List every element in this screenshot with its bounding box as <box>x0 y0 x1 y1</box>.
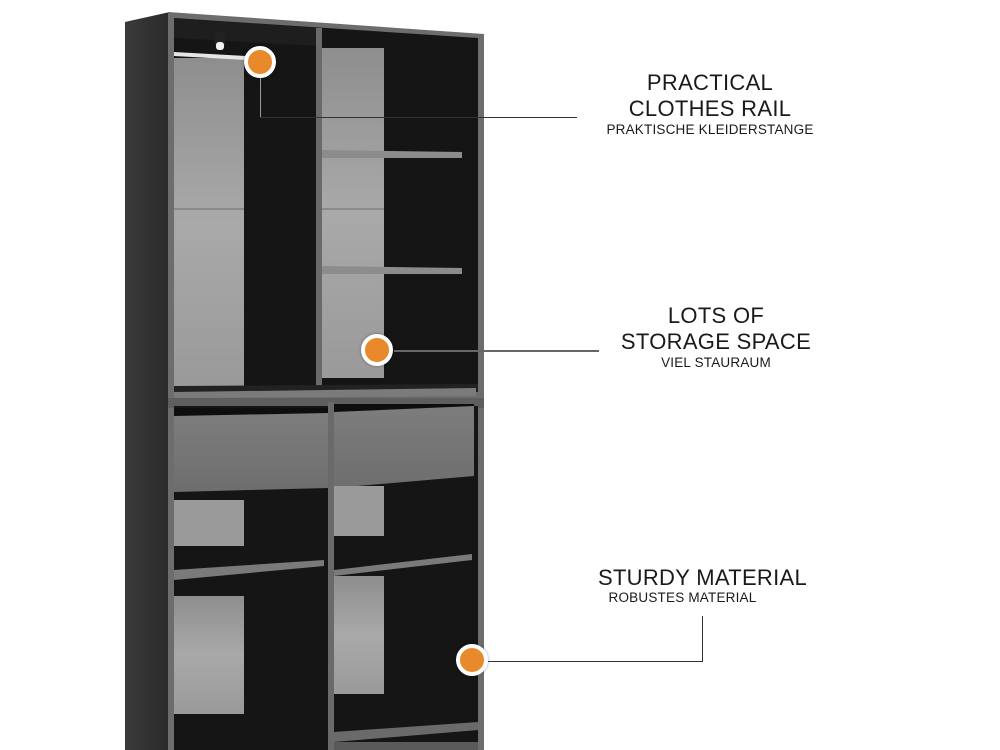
callout-title-line: STURDY MATERIAL <box>597 565 808 590</box>
shelf <box>334 554 472 576</box>
callout-line-sturdy-material-vertical <box>702 616 703 662</box>
callout-marker-sturdy-material[interactable] <box>456 644 488 676</box>
callout-title-sturdy-material: STURDY MATERIAL <box>580 565 825 591</box>
callout-title-clothes-rail: PRACTICAL CLOTHES RAIL <box>590 70 830 122</box>
shelf <box>322 266 462 274</box>
callout-line-clothes-rail-vertical <box>260 78 261 118</box>
shelf <box>174 560 324 580</box>
callout-subtitle-sturdy-material: ROBUSTES MATERIAL <box>608 590 757 605</box>
callout-subtitle-clothes-rail: PRAKTISCHE KLEIDERSTANGE <box>606 122 814 137</box>
callout-line-storage-space <box>394 350 599 352</box>
drawer-right <box>334 406 474 488</box>
callout-title-storage-space: LOTS OF STORAGE SPACE <box>600 303 832 355</box>
callout-title-line: STORAGE SPACE <box>620 329 812 354</box>
callout-title-line: PRACTICAL <box>646 70 774 95</box>
callout-line-clothes-rail-horizontal <box>260 117 577 118</box>
callout-title-line: CLOTHES RAIL <box>628 96 792 121</box>
shelf <box>322 150 462 158</box>
callout-subtitle-storage-space: VIEL STAURAUM <box>661 355 771 370</box>
side-panel <box>125 12 170 750</box>
drawer-left <box>174 413 328 492</box>
callout-marker-clothes-rail[interactable] <box>244 46 276 78</box>
clothes-rail <box>174 52 246 60</box>
callout-title-line: LOTS OF <box>667 303 765 328</box>
callout-marker-storage-space[interactable] <box>361 334 393 366</box>
callout-line-sturdy-material-horizontal <box>488 661 703 662</box>
